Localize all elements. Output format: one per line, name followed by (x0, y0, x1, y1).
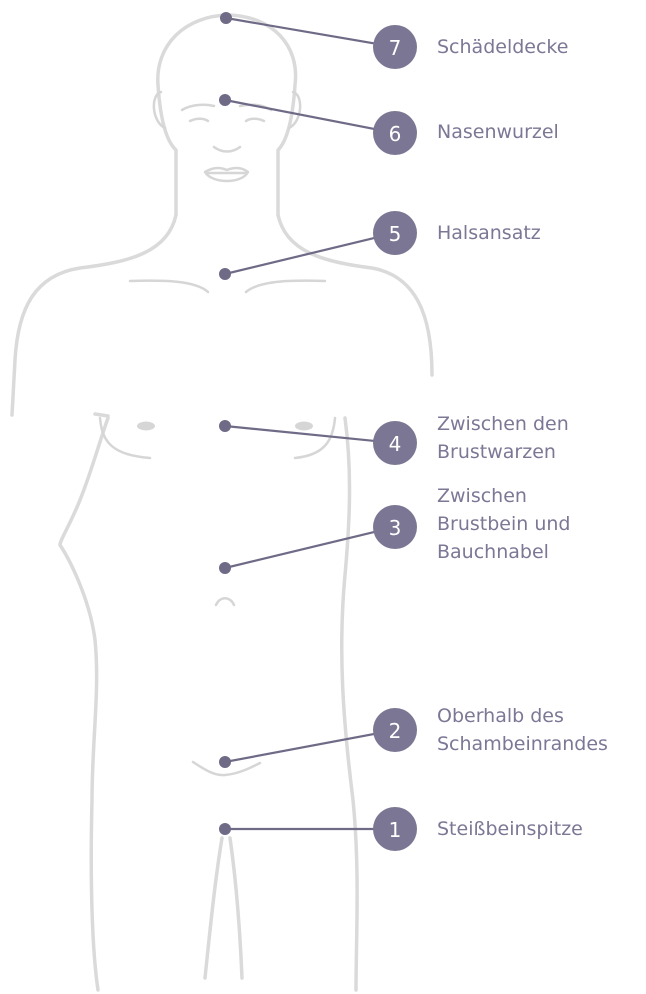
point-label-6: Nasenwurzel (437, 118, 559, 146)
point-label-4: Zwischen den Brustwarzen (437, 410, 569, 466)
navel (216, 598, 234, 605)
left-nipple (137, 422, 155, 431)
measurement-points: 7 6 5 4 3 2 1 (219, 12, 417, 851)
measurement-point-2: 2 (219, 708, 417, 768)
badge-number-4: 4 (389, 432, 402, 456)
left-eyebrow (182, 105, 214, 110)
point-dot-3 (219, 562, 231, 574)
left-torso-side (60, 418, 108, 990)
badge-number-6: 6 (389, 122, 402, 146)
right-nipple (295, 422, 313, 431)
point-label-5: Halsansatz (437, 219, 541, 247)
body-details (100, 105, 335, 775)
badge-number-7: 7 (389, 36, 402, 60)
leader-line-3 (225, 527, 395, 568)
right-collarbone (246, 281, 325, 292)
badge-number-5: 5 (389, 222, 402, 246)
body-outline (12, 15, 432, 990)
point-label-2: Oberhalb des Schambeinrandes (437, 702, 608, 758)
badge-number-2: 2 (389, 719, 402, 743)
leader-line-7 (226, 18, 395, 47)
point-label-7: Schädeldecke (437, 33, 568, 61)
left-shoulder-arm (12, 215, 176, 415)
measurement-point-7: 7 (220, 12, 417, 69)
measurement-point-1: 1 (219, 807, 417, 851)
point-dot-7 (220, 12, 232, 24)
right-eye (246, 119, 264, 121)
left-inner-leg (205, 838, 222, 978)
left-eye (190, 119, 208, 121)
mouth (205, 168, 248, 181)
left-arm-inner (95, 414, 108, 416)
measurement-point-4: 4 (219, 420, 417, 465)
point-dot-1 (219, 823, 231, 835)
measurement-point-6: 6 (219, 94, 417, 155)
measurement-point-3: 3 (219, 505, 417, 574)
head-outline (158, 15, 296, 215)
badge-number-3: 3 (389, 516, 402, 540)
point-dot-4 (219, 420, 231, 432)
point-dot-5 (219, 268, 231, 280)
leader-line-6 (225, 100, 395, 133)
right-torso-side (342, 418, 357, 990)
measurement-point-5: 5 (219, 211, 417, 280)
nose (214, 147, 240, 152)
right-inner-leg (230, 838, 242, 978)
point-label-1: Steißbeinspitze (437, 815, 583, 843)
left-collarbone (130, 281, 208, 292)
badge-number-1: 1 (389, 818, 402, 842)
point-dot-6 (219, 94, 231, 106)
leader-line-2 (225, 730, 395, 762)
point-label-3: Zwischen Brustbein und Bauchnabel (437, 482, 571, 566)
point-dot-2 (219, 756, 231, 768)
